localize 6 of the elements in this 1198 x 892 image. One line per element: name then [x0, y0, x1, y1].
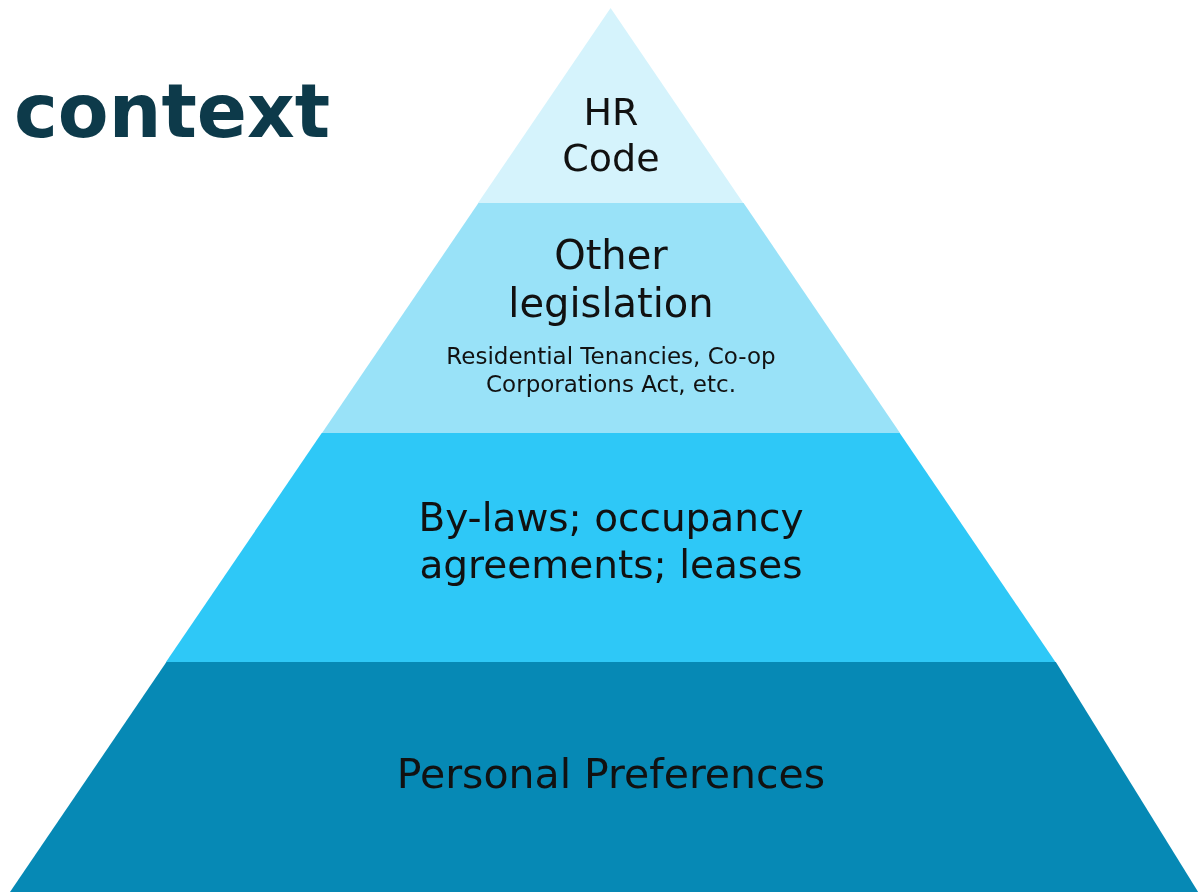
title: context	[14, 68, 331, 154]
tier-label: Personal Preferences	[395, 750, 827, 800]
tier-label: By-laws; occupancy agreements; leases	[417, 495, 805, 589]
tier-subtitle: Residential Tenancies, Co-op Corporations Act, etc.	[445, 343, 777, 399]
tier-label: HR Code	[561, 90, 661, 182]
tier-label: Other legislation	[507, 231, 715, 327]
